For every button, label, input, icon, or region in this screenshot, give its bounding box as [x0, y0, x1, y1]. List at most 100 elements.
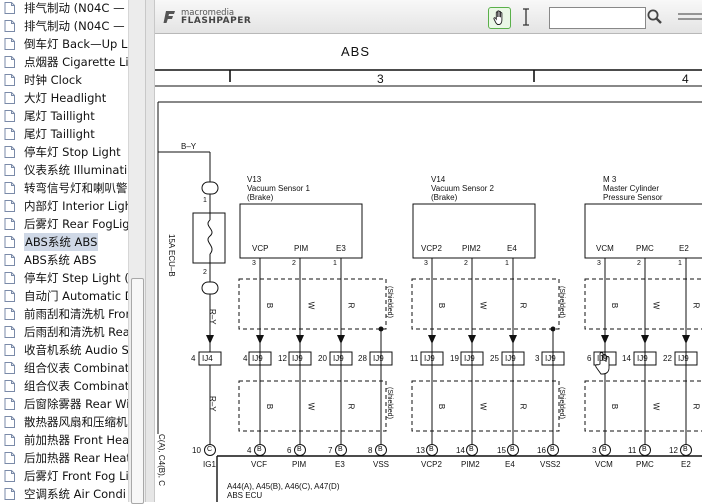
document-icon	[4, 164, 15, 176]
sidebar-item-label: 排气制动 (N04C —	[24, 19, 125, 33]
sidebar-item-label: 倒车灯 Back—Up Li	[24, 37, 128, 51]
sidebar-item[interactable]: 排气制动 (N04C —	[0, 0, 128, 17]
hand-tool-button[interactable]	[488, 7, 511, 29]
document-icon	[4, 434, 15, 446]
sensor-pin-label: PIM	[294, 244, 309, 253]
sidebar-item[interactable]: 排气制动 (N04C —	[0, 17, 128, 35]
document-icon	[4, 416, 15, 428]
search-icon[interactable]	[646, 8, 663, 25]
ecu-pin-number: 13	[416, 446, 425, 455]
connector-pin-number: 28	[358, 354, 367, 363]
connector-pin-number: 6	[587, 354, 592, 363]
ecu-pin-label: VSS	[373, 460, 390, 469]
ecu-pin-number: 7	[328, 446, 333, 455]
sidebar-scrollbar-thumb[interactable]	[131, 278, 144, 504]
shielded-label: (Shielded)	[558, 387, 565, 419]
shielded-label: (Shielded)	[386, 286, 393, 318]
sidebar-item[interactable]: 空调系统 Air Condi	[0, 485, 128, 502]
sidebar-item[interactable]: 后加热器 Rear Heat	[0, 449, 128, 467]
ecu-pin-label: VCM	[595, 460, 613, 469]
sidebar-item[interactable]: 仪表系统 Illuminati	[0, 161, 128, 179]
ecu-pin-connector: B	[642, 446, 647, 453]
connector-label: IJ9	[292, 354, 303, 363]
wire-color-letter: R	[691, 403, 701, 410]
sidebar-item[interactable]: 后窗除雾器 Rear Wi	[0, 395, 128, 413]
wire-color-letter: R	[518, 403, 528, 410]
sidebar-item[interactable]: 时钟 Clock	[0, 71, 128, 89]
sensor-pin-label: VCM	[596, 244, 614, 253]
wire-color-letter: B	[437, 403, 447, 410]
ecu-pin-label: PIM2	[461, 460, 480, 469]
sidebar-item-label: 后雾灯 Rear FogLig	[24, 217, 128, 231]
sensor-pin-number: 1	[333, 260, 337, 267]
wire-color-letter: B	[265, 302, 275, 309]
connector-pin-number: 3	[535, 354, 540, 363]
sidebar-item[interactable]: 后雾灯 Rear FogLig	[0, 215, 128, 233]
sidebar-item[interactable]: 大灯 Headlight	[0, 89, 128, 107]
wire-color-letter: W	[478, 301, 488, 310]
connector-label: IJ9	[252, 354, 263, 363]
sidebar-item[interactable]: 停车灯 Stop Light	[0, 143, 128, 161]
connector-pin-number: 14	[622, 354, 631, 363]
sidebar-item[interactable]: 停车灯 Step Light (	[0, 269, 128, 287]
sidebar-item[interactable]: 前雨刮和清洗机 Fror	[0, 305, 128, 323]
document-icon	[4, 20, 15, 32]
document-icon	[4, 398, 15, 410]
ecu-pin-connector: B	[602, 446, 607, 453]
sidebar-item[interactable]: 转弯信号灯和喇叭警	[0, 179, 128, 197]
document-icon	[4, 92, 15, 104]
ecu-pin-connector: C	[207, 446, 213, 453]
document-icon	[4, 200, 15, 212]
sidebar-item-label: 后窗除雾器 Rear Wi	[24, 397, 128, 411]
connector-label: IJ9	[637, 354, 648, 363]
search-input[interactable]	[549, 7, 646, 29]
ibeam-icon[interactable]	[521, 8, 531, 26]
ecu-pin-number: 16	[537, 446, 546, 455]
sidebar-item[interactable]: 内部灯 Interior Ligh	[0, 197, 128, 215]
sidebar-scrollbar[interactable]	[128, 0, 145, 504]
sidebar-item[interactable]: 散热器风扇和压缩机	[0, 413, 128, 431]
sidebar-item-label: 自动门 Automatic D	[24, 289, 128, 303]
sidebar-item[interactable]: 自动门 Automatic D	[0, 287, 128, 305]
sensor-pin-number: 2	[292, 260, 296, 267]
shielded-label: (Shielded)	[558, 286, 565, 318]
sensor-2-sub: (Brake)	[431, 193, 458, 202]
sidebar-item[interactable]: ABS系统 ABS	[0, 251, 128, 269]
wire-color-letter: R	[691, 302, 701, 309]
document-icon	[4, 380, 15, 392]
sensor-pin-number: 3	[424, 260, 428, 267]
document-icon	[4, 128, 15, 140]
sidebar-item[interactable]: ABS系统 ABS	[0, 233, 128, 251]
wire-color-label: B–Y	[181, 142, 197, 151]
sidebar-item[interactable]: 倒车灯 Back—Up Li	[0, 35, 128, 53]
flashpaper-logo: macromedia FLASHPAPER	[163, 8, 263, 26]
sidebar-item[interactable]: 收音机系统 Audio S	[0, 341, 128, 359]
connector-pin-number: 25	[490, 354, 499, 363]
sidebar-item[interactable]: 组合仪表 Combinat	[0, 359, 128, 377]
document-icon	[4, 470, 15, 482]
document-icon	[4, 272, 15, 284]
sidebar-item-label: 前雨刮和清洗机 Fror	[24, 307, 128, 321]
sidebar-item[interactable]: 组合仪表 Combinat	[0, 377, 128, 395]
sidebar-item-label: 散热器风扇和压缩机	[24, 415, 128, 429]
document-page: ABS 3 4 B–Y 1 15A ECU–B 2 R–Y R–Y 4 IJ4 …	[155, 34, 702, 502]
sidebar-item[interactable]: 前加热器 Front Hea	[0, 431, 128, 449]
sidebar-item-label: 点烟器 Cigarette Li	[24, 55, 128, 69]
connector-pin-number: 11	[410, 354, 419, 363]
sidebar-item[interactable]: 后雨刮和清洗机 Rea	[0, 323, 128, 341]
sidebar-item[interactable]: 尾灯 Taillight	[0, 125, 128, 143]
wire-color-letter: B	[265, 403, 275, 410]
sidebar-item[interactable]: 后雾灯 Front Fog Li	[0, 467, 128, 485]
ecu-pin-connector: B	[510, 446, 515, 453]
ecu-pin-connector: B	[683, 446, 688, 453]
menu-icon[interactable]	[678, 12, 702, 22]
document-icon	[4, 254, 15, 266]
sidebar-item-label: 尾灯 Taillight	[24, 109, 95, 123]
sidebar-item[interactable]: 尾灯 Taillight	[0, 107, 128, 125]
document-icon	[4, 308, 15, 320]
sidebar-item-label: 停车灯 Stop Light	[24, 145, 121, 159]
sidebar-item[interactable]: 点烟器 Cigarette Li	[0, 53, 128, 71]
pane-splitter[interactable]	[145, 0, 155, 502]
sidebar-item-label: 仪表系统 Illuminati	[24, 163, 128, 177]
ecu-pin-label: E3	[335, 460, 345, 469]
